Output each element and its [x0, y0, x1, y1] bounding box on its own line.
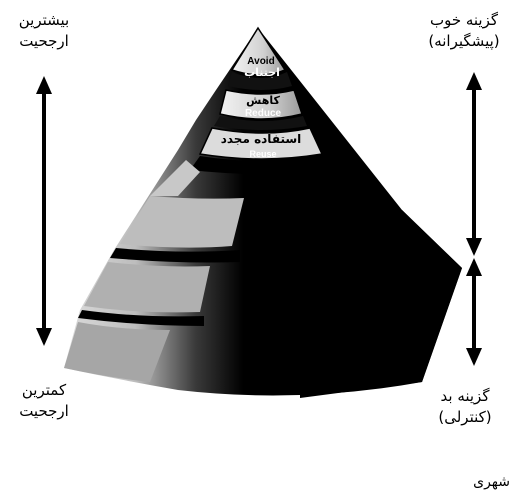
footer-text: شهری	[466, 474, 510, 490]
tier-label-reuse-fa: استفاده مجدد	[206, 132, 316, 146]
bad-option-label: گزینه بد (کنترلی)	[418, 386, 512, 428]
dark-slope	[300, 210, 462, 398]
left-priority-arrow	[36, 76, 52, 346]
tier-label-reduce-en: Reduce	[236, 108, 290, 119]
tier-label-reduce-fa: کاهش	[236, 94, 290, 107]
tier-6	[84, 262, 210, 312]
right-lower-arrow	[466, 258, 482, 366]
good-option-label: گزینه خوب (پیشگیرانه)	[414, 10, 514, 52]
right-upper-arrow	[466, 72, 482, 256]
tier-label-reuse-en: Reuse	[236, 149, 290, 159]
most-priority-label: بیشترین ارجحیت	[8, 10, 80, 52]
tier-label-avoid-fa: اجتناب	[238, 66, 286, 79]
tier-5	[120, 196, 244, 248]
least-priority-label: کمترین ارجحیت	[8, 380, 80, 422]
